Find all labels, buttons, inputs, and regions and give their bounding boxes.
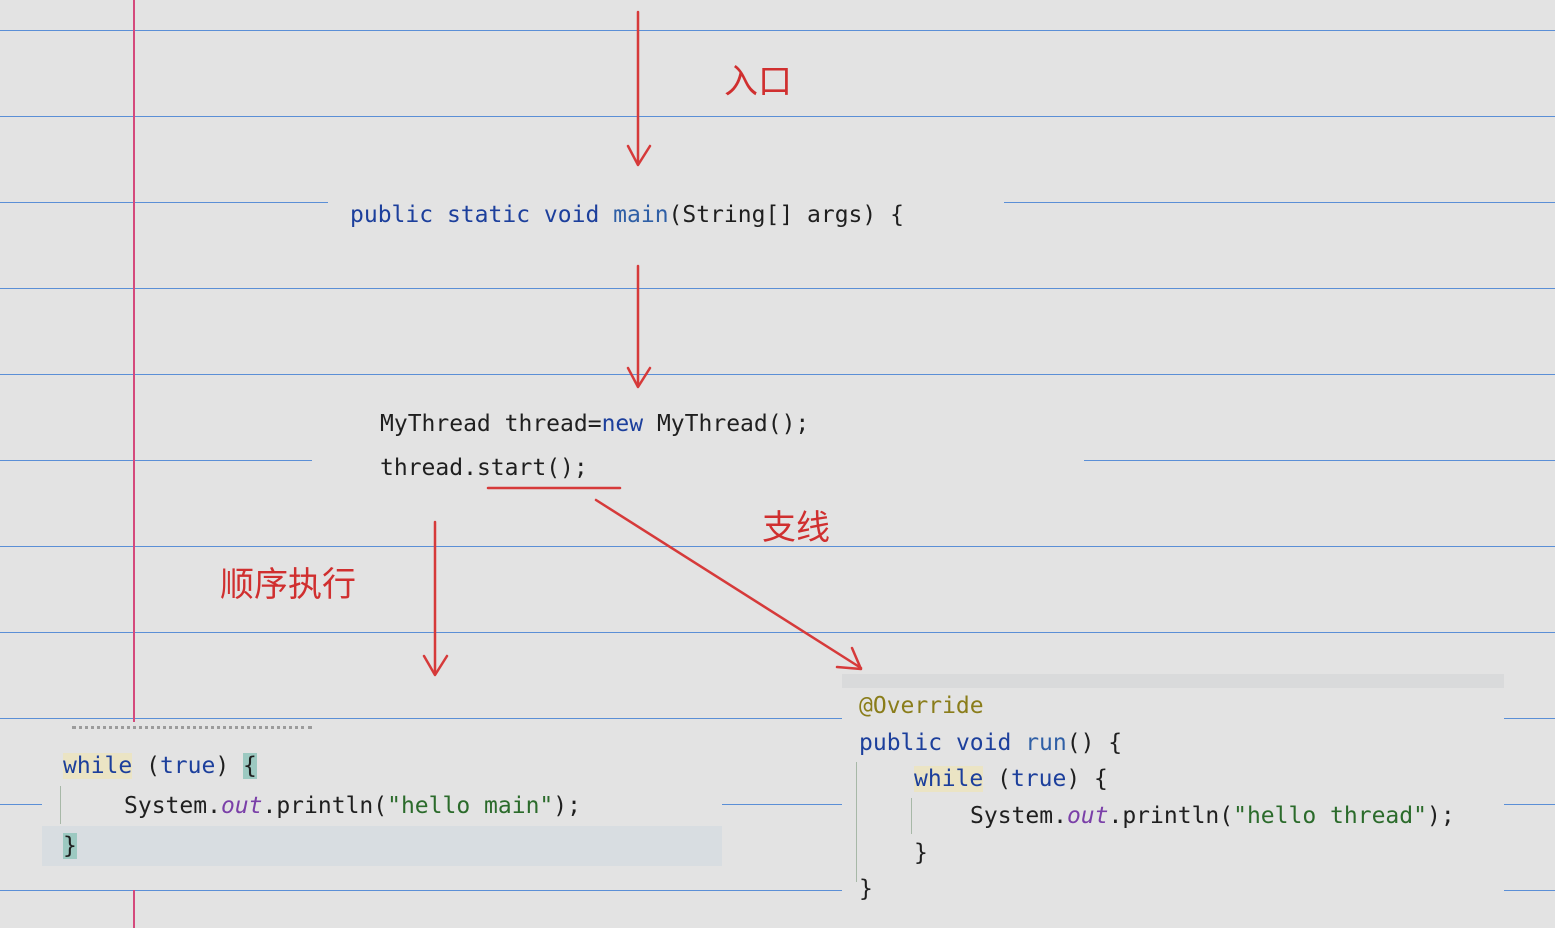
rule-line — [0, 116, 1555, 117]
rule-line — [0, 718, 1555, 719]
branch-label: 支线 — [762, 508, 830, 548]
code-text: ( — [132, 753, 160, 779]
run-while-line: while (true) { — [914, 765, 1108, 793]
keyword: true — [1010, 766, 1067, 792]
main-close-brace-line: } — [63, 832, 77, 860]
string-literal: "hello thread" — [1233, 803, 1427, 829]
snippet-top-band — [842, 674, 1504, 688]
main-signature-line: public static void main(String[] args) { — [350, 201, 904, 229]
override-annotation-line: @Override — [859, 692, 984, 720]
code-text: MyThread(); — [643, 411, 810, 437]
static-field: out — [1066, 803, 1109, 829]
keyword: static — [446, 202, 531, 228]
rule-line — [0, 374, 1555, 375]
code-text: MyThread thread= — [380, 411, 602, 437]
rule-line — [0, 632, 1555, 633]
method-name: main — [613, 202, 669, 228]
entry-label: 入口 — [724, 62, 792, 102]
indent-guide — [856, 762, 857, 882]
code-text: thread. — [380, 455, 477, 481]
code-text: System. — [970, 803, 1067, 829]
run-signature-line: public void run() { — [859, 729, 1122, 757]
thread-start-snippet: MyThread thread=new MyThread(); thread.s… — [312, 392, 1084, 496]
matched-brace: } — [63, 833, 77, 859]
start-call: start — [476, 455, 547, 481]
code-text: } — [914, 840, 928, 866]
code-text: .println( — [262, 793, 388, 819]
indent-guide — [911, 798, 912, 834]
run-println-line: System.out.println("hello thread"); — [970, 802, 1455, 830]
rule-line — [0, 804, 1555, 805]
code-text: ( — [983, 766, 1011, 792]
method-name: run — [1025, 730, 1067, 756]
method-params: (String[] args) { — [668, 202, 904, 228]
arrow-branch — [594, 498, 863, 671]
run-method-snippet: @Override public void run() { while (tru… — [842, 674, 1504, 906]
run-outer-close-line: } — [859, 875, 873, 903]
indent-guide — [60, 786, 61, 824]
keyword: while — [914, 766, 984, 792]
keyword: new — [601, 411, 644, 437]
run-inner-close-line: } — [914, 839, 928, 867]
margin-line — [133, 0, 135, 928]
rule-line — [0, 546, 1555, 547]
main-loop-snippet: while (true) { System.out.println("hello… — [42, 722, 722, 890]
annotation: @Override — [859, 693, 984, 719]
rule-line — [0, 890, 1555, 891]
clipped-previous-line — [72, 726, 312, 735]
main-method-snippet: public static void main(String[] args) { — [328, 180, 1004, 244]
code-text: ); — [553, 793, 581, 819]
code-text: ); — [1426, 803, 1455, 829]
code-text: () { — [1066, 730, 1123, 756]
arrow-sequential — [422, 520, 449, 677]
current-line-highlight — [42, 826, 722, 866]
code-text: (); — [546, 455, 588, 481]
string-literal: "hello main" — [387, 793, 554, 819]
keyword: public — [350, 202, 434, 228]
static-field: out — [220, 793, 263, 819]
main-while-line: while (true) { — [63, 752, 257, 780]
arrow-into-main — [626, 10, 652, 167]
thread-start-line: thread.start(); — [380, 454, 588, 482]
code-text: ) — [215, 753, 244, 779]
rule-line — [0, 30, 1555, 31]
rule-line — [0, 288, 1555, 289]
code-text: } — [859, 876, 873, 902]
keyword: while — [63, 753, 133, 779]
code-text: .println( — [1108, 803, 1234, 829]
thread-new-line: MyThread thread=new MyThread(); — [380, 410, 809, 438]
keyword: true — [159, 753, 216, 779]
keyword: void — [543, 202, 600, 228]
code-text: System. — [124, 793, 221, 819]
code-text: ) { — [1066, 766, 1108, 792]
keyword: void — [955, 730, 1012, 756]
matched-brace: { — [243, 753, 257, 779]
keyword: public — [859, 730, 943, 756]
main-println-line: System.out.println("hello main"); — [124, 792, 581, 820]
sequential-label: 顺序执行 — [220, 565, 356, 605]
arrow-into-thread — [626, 264, 652, 389]
